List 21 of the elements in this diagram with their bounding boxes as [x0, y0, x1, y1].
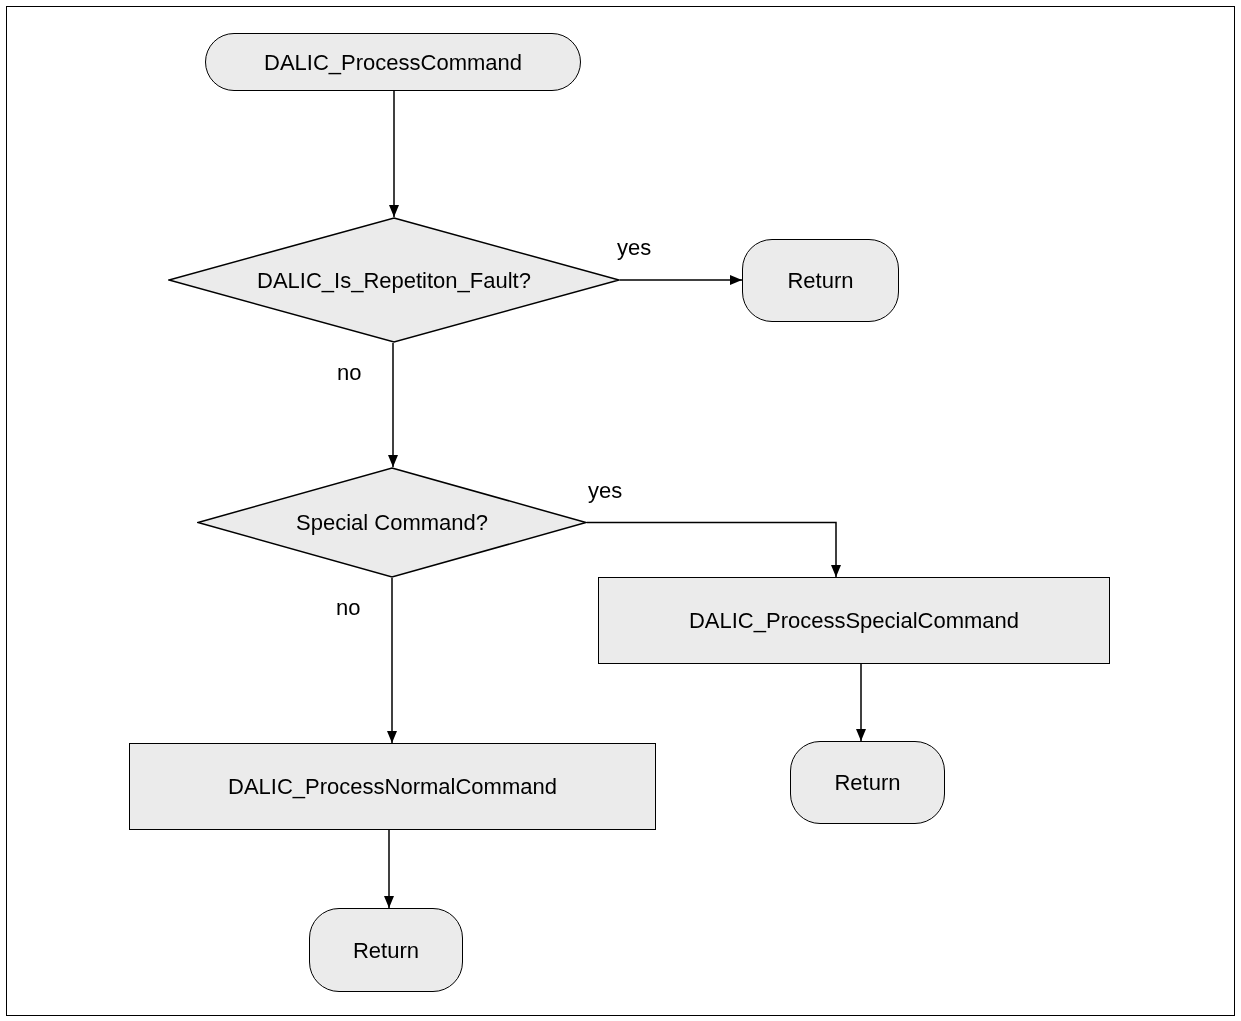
node-label: Special Command?: [295, 509, 489, 537]
terminal-box: [742, 239, 899, 322]
node-label: DALIC_Is_Repetiton_Fault?: [256, 266, 532, 295]
arrow: [387, 577, 397, 744]
terminal-box: [309, 908, 463, 992]
arrow: [619, 275, 743, 285]
process-box: [129, 743, 656, 830]
arrow: [586, 521, 841, 578]
decision-diamond: [197, 467, 587, 578]
arrow: [384, 829, 394, 909]
arrow: [388, 342, 398, 468]
node-label: Return: [351, 936, 420, 965]
node-label: DALIC_ProcessCommand: [263, 48, 523, 77]
arrow: [856, 663, 866, 742]
node-label: Return: [833, 769, 902, 797]
node-label: DALIC_ProcessNormalCommand: [227, 773, 558, 801]
process-box: [598, 577, 1110, 664]
node-label: DALIC_ProcessSpecialCommand: [687, 607, 1021, 635]
terminal-box: [790, 741, 945, 824]
node-label: Return: [786, 267, 855, 295]
arrow: [389, 90, 399, 218]
